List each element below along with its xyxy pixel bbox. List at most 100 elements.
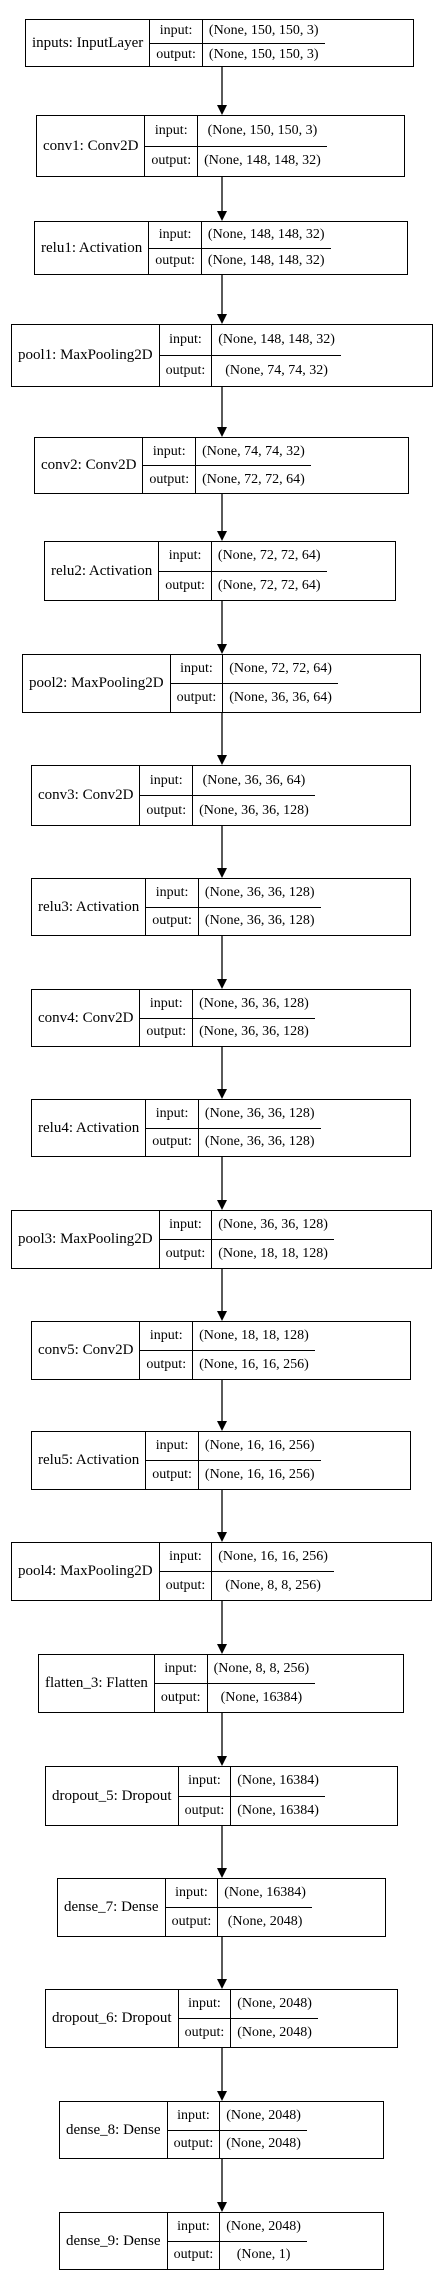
input-label: input: bbox=[167, 2102, 220, 2131]
connection-arrow bbox=[217, 2159, 227, 2212]
io-value-column: (None, 36, 36, 128) (None, 36, 36, 128) bbox=[198, 879, 321, 935]
output-label: output: bbox=[165, 577, 205, 593]
input-label: input: bbox=[149, 222, 201, 249]
io-value-column: (None, 36, 36, 128)(None, 36, 36, 128) bbox=[193, 990, 315, 1046]
input-label: input: bbox=[143, 438, 196, 466]
io-label-column: input:output: bbox=[140, 766, 194, 825]
input-shape: (None, 72, 72, 64) bbox=[223, 655, 338, 684]
connection-arrow bbox=[217, 1047, 227, 1099]
output-shape: (None, 150, 150, 3) bbox=[208, 46, 319, 62]
input-label: input: bbox=[146, 879, 198, 908]
io-label-column: input:output: bbox=[145, 116, 199, 176]
io-label-column: input: output: bbox=[167, 2102, 221, 2158]
connection-arrow bbox=[217, 387, 227, 437]
output-label: output: bbox=[171, 1914, 212, 1929]
output-label: output: bbox=[173, 2247, 214, 2263]
input-shape: (None, 16, 16, 256) bbox=[198, 1432, 321, 1461]
input-label: input: bbox=[140, 766, 193, 796]
output-label: output: bbox=[149, 471, 190, 487]
io-value-column: (None, 150, 150, 3)(None, 150, 150, 3) bbox=[202, 20, 325, 66]
output-label: output: bbox=[184, 1802, 225, 1818]
io-value-column: (None, 8, 8, 256) (None, 16384) bbox=[207, 1655, 316, 1712]
output-shape: (None, 8, 8, 256) bbox=[225, 1578, 321, 1593]
io-label-column: input: output: bbox=[159, 1543, 213, 1600]
output-label: output: bbox=[176, 690, 217, 705]
input-label: input: bbox=[167, 2213, 220, 2242]
connection-arrow bbox=[217, 1713, 227, 1766]
io-value-column: (None, 36, 36, 128) (None, 18, 18, 128) bbox=[212, 1211, 334, 1268]
io-label-column: input: output: bbox=[143, 438, 197, 493]
io-label-column: input:output: bbox=[165, 1879, 219, 1936]
input-label: input: bbox=[159, 1211, 212, 1240]
layer-name: pool1: MaxPooling2D bbox=[12, 325, 160, 386]
output-shape: (None, 36, 36, 128) bbox=[204, 913, 315, 929]
output-shape: (None, 16384) bbox=[220, 1690, 303, 1705]
layer-name: relu2: Activation bbox=[45, 542, 160, 600]
io-label-column: input:output: bbox=[146, 1100, 199, 1156]
output-shape: (None, 18, 18, 128) bbox=[218, 1246, 328, 1261]
io-value-column: (None, 150, 150, 3)(None, 148, 148, 32) bbox=[198, 116, 327, 176]
output-label: output: bbox=[160, 1690, 201, 1705]
output-shape: (None, 2048) bbox=[237, 2025, 312, 2040]
connection-arrow bbox=[217, 1490, 227, 1542]
connection-arrow bbox=[217, 67, 227, 115]
connection-arrow bbox=[217, 936, 227, 989]
connection-arrow bbox=[217, 2048, 227, 2101]
io-label-column: input: output: bbox=[170, 655, 224, 712]
input-label: input: bbox=[170, 655, 223, 684]
layer-name: dense_9: Dense bbox=[60, 2213, 168, 2269]
input-label: input: bbox=[146, 1432, 198, 1461]
connection-arrow bbox=[217, 1601, 227, 1654]
connection-arrow bbox=[217, 275, 227, 324]
input-label: input: bbox=[178, 1767, 231, 1797]
connection-arrow bbox=[217, 1380, 227, 1431]
input-shape: (None, 36, 36, 128) bbox=[212, 1211, 334, 1240]
connection-arrow bbox=[217, 1826, 227, 1878]
output-shape: (None, 36, 36, 128) bbox=[204, 1134, 315, 1150]
io-label-column: input: output: bbox=[146, 879, 199, 935]
connection-arrow bbox=[217, 1937, 227, 1989]
output-label: output: bbox=[152, 913, 192, 929]
input-shape: (None, 2048) bbox=[231, 1990, 318, 2019]
output-label: output: bbox=[173, 2136, 214, 2152]
input-shape: (None, 8, 8, 256) bbox=[207, 1655, 316, 1684]
io-label-column: input: output: bbox=[150, 20, 203, 66]
output-label: output: bbox=[152, 1134, 192, 1150]
connection-arrow bbox=[217, 1269, 227, 1321]
input-shape: (None, 36, 36, 64) bbox=[193, 766, 315, 796]
input-shape: (None, 148, 148, 32) bbox=[212, 325, 341, 356]
output-shape: (None, 36, 36, 128) bbox=[199, 1024, 309, 1040]
io-label-column: input:output: bbox=[178, 1990, 232, 2047]
connection-arrow bbox=[217, 1157, 227, 1210]
io-label-column: input:output: bbox=[154, 1655, 208, 1712]
input-label: input: bbox=[159, 1543, 212, 1572]
layer-name: inputs: InputLayer bbox=[26, 20, 151, 66]
output-shape: (None, 16384) bbox=[237, 1802, 319, 1818]
input-shape: (None, 18, 18, 128) bbox=[193, 1322, 315, 1351]
layer-name: conv1: Conv2D bbox=[37, 116, 146, 176]
output-label: output: bbox=[165, 1578, 206, 1593]
output-label: output: bbox=[146, 1357, 187, 1372]
layer-name: conv3: Conv2D bbox=[32, 766, 141, 825]
input-shape: (None, 36, 36, 128) bbox=[198, 879, 321, 908]
output-label: output: bbox=[156, 46, 196, 62]
io-label-column: input:output: bbox=[140, 1322, 194, 1379]
io-value-column: (None, 148, 148, 32)(None, 148, 148, 32) bbox=[201, 222, 331, 274]
output-shape: (None, 72, 72, 64) bbox=[202, 471, 305, 487]
input-shape: (None, 74, 74, 32) bbox=[196, 438, 311, 466]
input-shape: (None, 16384) bbox=[231, 1767, 325, 1797]
input-label: input: bbox=[150, 20, 202, 44]
